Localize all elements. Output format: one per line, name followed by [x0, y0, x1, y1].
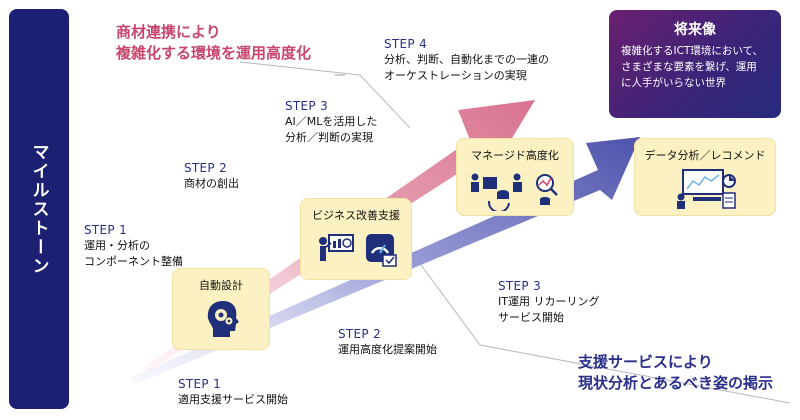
- managed-advancement-box: マネージド高度化: [456, 138, 574, 216]
- upper-step-4-text: 分析、判断、自動化までの一連の オーケストレーションの実現: [384, 53, 549, 82]
- upper-step-1-label: STEP 1: [84, 223, 128, 237]
- upper-step-4: STEP 4 分析、判断、自動化までの一連の オーケストレーションの実現: [384, 36, 549, 84]
- future-vision-description: 複雑化するICT環境において、 さまざまな要素を繋げ、運用 に人手がいらない世界: [621, 45, 764, 89]
- connector-line-upper: [239, 61, 411, 129]
- data-analysis-label: データ分析／レコメンド: [644, 149, 766, 162]
- upper-step-1-text: 運用・分析の コンポーネント整備: [84, 239, 183, 268]
- upper-step-3-text: AI／MLを活用した 分析／判断の実現: [285, 115, 378, 144]
- bottom-heading: 支援サービスにより 現状分析とあるべき姿の掲示: [578, 353, 774, 392]
- auto-design-box: 自動設計: [172, 268, 270, 350]
- lower-step-3-text: IT運用 リカーリング サービス開始: [498, 295, 600, 324]
- head-gears-icon: [207, 301, 239, 337]
- upper-step-3-label: STEP 3: [285, 99, 329, 113]
- lower-step-1-text: 適用支援サービス開始: [178, 393, 288, 406]
- gauge-check-icon: [366, 234, 397, 267]
- lower-step-2-text: 運用高度化提案開始: [338, 343, 437, 356]
- managed-advancement-label: マネージド高度化: [471, 149, 559, 162]
- upper-step-1: STEP 1 運用・分析の コンポーネント整備: [84, 222, 183, 270]
- lower-step-2: STEP 2 運用高度化提案開始: [338, 326, 437, 358]
- top-heading: 商材連携により 複雑化する環境を運用高度化: [116, 23, 312, 62]
- people-analytics-icon: [471, 173, 558, 211]
- business-support-label: ビジネス改善支援: [312, 209, 400, 222]
- business-support-box: ビジネス改善支援: [300, 198, 412, 280]
- lower-step-2-label: STEP 2: [338, 327, 382, 341]
- upper-step-4-label: STEP 4: [384, 37, 428, 51]
- upper-step-2: STEP 2 商材の創出: [184, 160, 239, 192]
- lower-step-1: STEP 1 適用支援サービス開始: [178, 376, 288, 408]
- connector-line-lower: [409, 249, 791, 404]
- lower-step-3-label: STEP 3: [498, 279, 542, 293]
- future-vision-box: 将来像 複雑化するICT環境において、 さまざまな要素を繋げ、運用 に人手がいら…: [609, 10, 781, 118]
- milestone-sidebar: マイルストーン: [9, 9, 69, 409]
- sidebar-label: マイルストーン: [28, 142, 49, 276]
- analytics-dashboard-icon: [677, 169, 736, 209]
- future-vision-title: 将来像: [674, 22, 716, 38]
- upper-step-2-text: 商材の創出: [184, 177, 239, 190]
- lower-step-1-label: STEP 1: [178, 377, 222, 391]
- data-analysis-box: データ分析／レコメンド: [634, 138, 776, 216]
- lower-step-3: STEP 3 IT運用 リカーリング サービス開始: [498, 278, 599, 326]
- presentation-icon: [319, 234, 354, 261]
- auto-design-label: 自動設計: [199, 279, 243, 292]
- upper-step-2-label: STEP 2: [184, 161, 228, 175]
- upper-step-3: STEP 3 AI／MLを活用した 分析／判断の実現: [285, 98, 377, 146]
